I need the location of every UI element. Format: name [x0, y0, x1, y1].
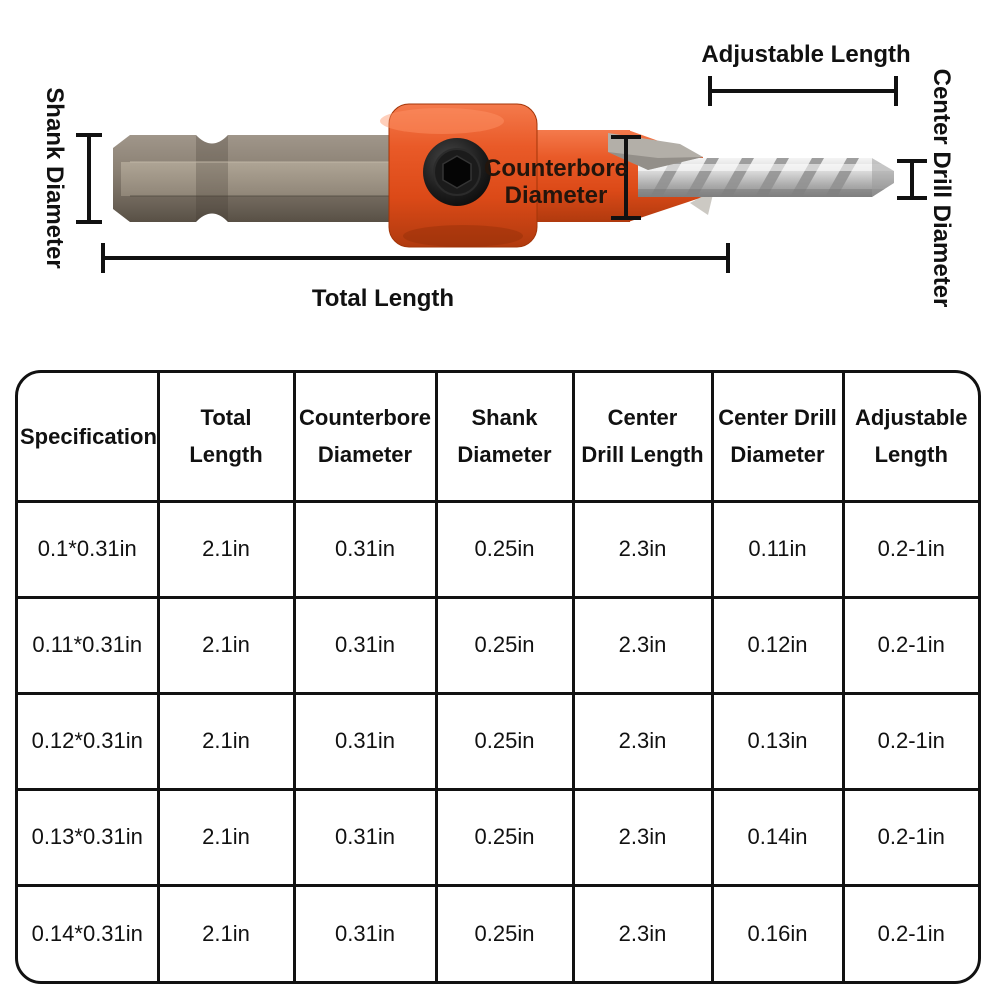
drill-bit-diagram: Shank Diameter Total Length Adjustable L… — [41, 41, 955, 312]
total-length-dimension: Total Length — [101, 243, 730, 312]
cell-adjustable-length: 0.2-1in — [877, 920, 945, 946]
specification-table: Specification Total Length Counterbore D… — [18, 373, 978, 981]
header-adjustable-length: Adjustable Length — [843, 373, 978, 503]
table-row: 0.11*0.31in 2.1in 0.31in 0.25in 2.3in 0.… — [18, 597, 978, 695]
cell-adjustable-length: 0.2-1in — [843, 597, 978, 695]
cell-shank-diameter: 0.25in — [436, 693, 575, 791]
collar-block — [380, 103, 538, 248]
cell-center-drill-length: 2.3in — [573, 597, 714, 695]
counterbore-diameter-dimension: Counterbore Diameter — [484, 135, 641, 220]
cell-shank-diameter: 0.25in — [436, 885, 575, 981]
table-row: 0.14*0.31in 2.1in 0.31in 0.25in 2.3in 0.… — [18, 885, 978, 981]
cell-counterbore-diameter: 0.31in — [294, 597, 438, 695]
center-drill-diameter-label: Center Drill Diameter — [928, 69, 955, 308]
header-total-length: Total Length — [158, 373, 296, 503]
cell-counterbore-diameter: 0.31in — [294, 693, 438, 791]
adjustable-length-dimension: Adjustable Length — [701, 41, 911, 106]
cell-center-drill-diameter: 0.14in — [712, 789, 845, 887]
adjustable-length-label: Adjustable Length — [701, 41, 910, 68]
cell-shank-diameter: 0.25in — [436, 501, 575, 599]
header-shank-diameter: Shank Diameter — [436, 373, 575, 503]
cell-center-drill-diameter: 0.11in — [712, 501, 845, 599]
cell-center-drill-length: 2.3in — [573, 693, 714, 791]
cell-specification: 0.11*0.31in — [18, 597, 160, 695]
cutter-blade — [608, 133, 703, 170]
cell-counterbore-diameter: 0.31in — [294, 885, 438, 981]
set-screw — [423, 138, 491, 206]
cell-total-length: 2.1in — [158, 693, 296, 791]
cell-counterbore-diameter: 0.31in — [294, 501, 438, 599]
cell-specification: 0.12*0.31in — [18, 693, 160, 791]
specification-table-wrap: Specification Total Length Counterbore D… — [15, 370, 981, 984]
cell-total-length: 2.1in — [158, 789, 296, 887]
cell-specification: 0.1*0.31in — [18, 501, 160, 599]
cell-shank-diameter: 0.25in — [436, 789, 575, 887]
counterbore-diameter-label-line2: Diameter — [505, 182, 608, 209]
cell-shank-diameter: 0.25in — [436, 597, 575, 695]
header-counterbore-diameter: Counterbore Diameter — [294, 373, 438, 503]
cell-center-drill-length: 2.3in — [573, 885, 714, 981]
shank-diameter-dimension: Shank Diameter — [41, 87, 102, 269]
shank-diameter-label: Shank Diameter — [41, 87, 68, 268]
cell-adjustable-length: 0.2-1in — [843, 789, 978, 887]
table-row: 0.1*0.31in 2.1in 0.31in 0.25in 2.3in 0.1… — [18, 501, 978, 599]
cell-center-drill-length: 2.3in — [573, 789, 714, 887]
hex-shank — [113, 135, 392, 222]
twist-drill-bit — [638, 158, 894, 197]
table-row: 0.12*0.31in 2.1in 0.31in 0.25in 2.3in 0.… — [18, 693, 978, 791]
cell-specification: 0.13*0.31in — [18, 789, 160, 887]
counterbore-diameter-label-line1: Counterbore — [484, 155, 628, 182]
cell-adjustable-length: 0.2-1in — [843, 501, 978, 599]
center-drill-diameter-dimension: Center Drill Diameter — [897, 69, 955, 308]
total-length-label: Total Length — [312, 285, 454, 312]
table-header-row: Specification Total Length Counterbore D… — [18, 373, 978, 503]
cell-center-drill-length: 2.3in — [573, 501, 714, 599]
cell-adjustable-length: 0.2-1in — [843, 693, 978, 791]
cell-center-drill-diameter: 0.13in — [712, 693, 845, 791]
table-row: 0.13*0.31in 2.1in 0.31in 0.25in 2.3in 0.… — [18, 789, 978, 887]
cell-center-drill-diameter: 0.16in — [712, 885, 845, 981]
cell-specification: 0.14*0.31in — [18, 885, 160, 981]
header-specification: Specification — [18, 373, 160, 503]
cell-counterbore-diameter: 0.31in — [294, 789, 438, 887]
cell-center-drill-diameter: 0.12in — [712, 597, 845, 695]
cell-total-length: 2.1in — [158, 501, 296, 599]
header-center-drill-diameter: Center Drill Diameter — [712, 373, 845, 503]
cell-total-length: 2.1in — [158, 597, 296, 695]
cell-total-length: 2.1in — [158, 885, 296, 981]
header-center-drill-length: Center Drill Length — [573, 373, 714, 503]
